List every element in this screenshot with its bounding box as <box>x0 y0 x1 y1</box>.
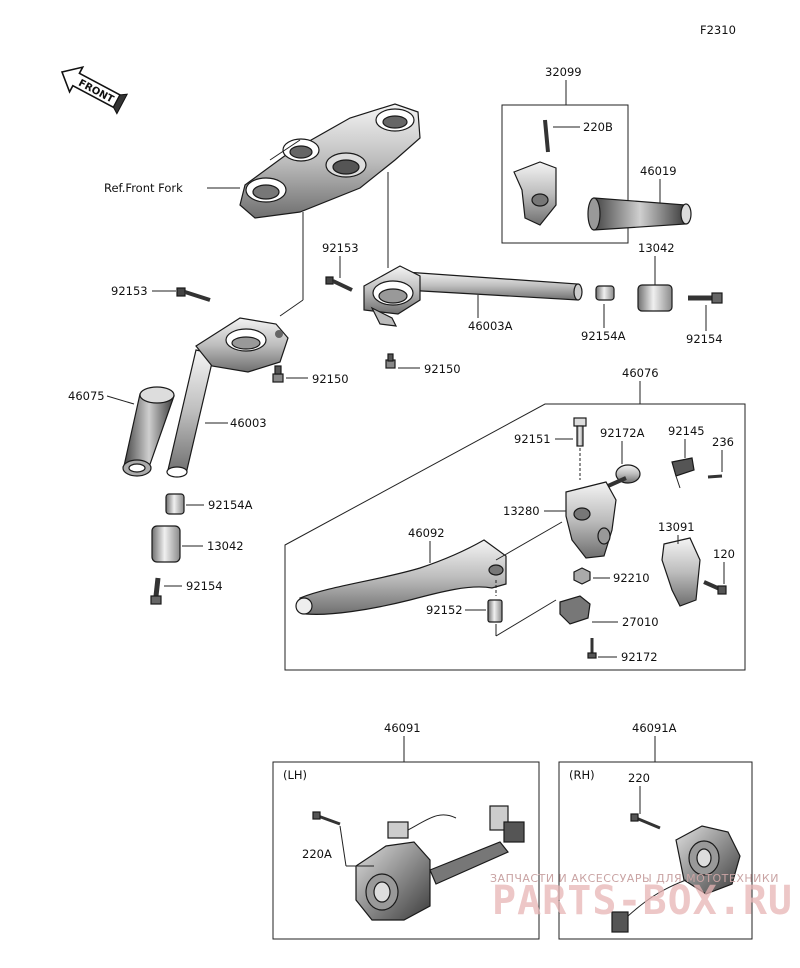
label-92172A: 92172A <box>600 426 645 440</box>
screw-220 <box>630 813 661 830</box>
label-92154A-left: 92154A <box>208 498 253 512</box>
label-92210: 92210 <box>613 571 650 585</box>
clamp-13091 <box>661 537 701 607</box>
bolt-92150-left <box>272 365 284 383</box>
lever-holder-13280 <box>565 481 617 559</box>
switch-27010 <box>559 595 591 625</box>
label-92153-left: 92153 <box>111 284 148 298</box>
label-27010: 27010 <box>622 615 659 629</box>
throttle-grip-46019 <box>587 197 692 231</box>
screw-220A <box>312 811 341 826</box>
label-220B: 220B <box>583 120 613 134</box>
left-handlebar-46003 <box>166 317 289 478</box>
bolt-92154-right <box>688 292 723 304</box>
label-92151: 92151 <box>514 432 551 446</box>
right-switch-housing-46091A <box>611 825 741 933</box>
bar-end-nut-92154A-left <box>165 493 185 515</box>
clutch-lever-46092 <box>295 539 507 615</box>
screw-92172 <box>587 638 597 659</box>
label-236: 236 <box>712 435 734 449</box>
box-46076 <box>284 403 746 671</box>
bar-end-weight-13042-left <box>151 525 181 563</box>
label-220: 220 <box>628 771 650 785</box>
label-92145: 92145 <box>668 424 705 438</box>
side-rh: (RH) <box>569 768 595 782</box>
label-13042-right: 13042 <box>638 241 675 255</box>
label-32099: 32099 <box>545 65 582 79</box>
label-92152: 92152 <box>426 603 463 617</box>
bolt-92153-center <box>325 276 353 292</box>
bolt-92154-left <box>150 577 162 605</box>
label-46091: 46091 <box>384 721 421 735</box>
adjuster-92172A <box>607 464 641 488</box>
front-arrow-icon: FRONT <box>60 65 129 115</box>
watermark-line1: ЗАПЧАСТИ И АКСЕССУАРЫ ДЛЯ МОТОТЕХНИКИ <box>490 872 779 885</box>
side-lh: (LH) <box>283 768 307 782</box>
bar-end-weight-13042-right <box>637 284 673 312</box>
label-13280: 13280 <box>503 504 540 518</box>
figure-code: F2310 <box>700 23 736 37</box>
bolt-120 <box>703 580 727 595</box>
bolt-92150-center <box>385 353 396 369</box>
label-13091: 13091 <box>658 520 695 534</box>
left-switch-housing-46091 <box>355 805 525 921</box>
label-92172: 92172 <box>621 650 658 664</box>
ref-front-fork-label: Ref.Front Fork <box>104 181 183 195</box>
right-handlebar-46003A <box>363 265 583 327</box>
box-46091A-rh <box>558 761 753 940</box>
box-32099 <box>501 104 629 244</box>
left-grip-46075 <box>122 386 175 477</box>
label-46076: 46076 <box>622 366 659 380</box>
watermark-line2: PARTS-BOX.RU <box>492 878 793 924</box>
spring-92145 <box>671 457 695 489</box>
label-92154-left: 92154 <box>186 579 223 593</box>
label-46091A: 46091A <box>632 721 677 735</box>
box-46091-lh <box>272 761 540 940</box>
throttle-housing-32099 <box>513 119 557 226</box>
label-46092: 46092 <box>408 526 445 540</box>
label-46075: 46075 <box>68 389 105 403</box>
label-92153-center: 92153 <box>322 241 359 255</box>
label-92150-left: 92150 <box>312 372 349 386</box>
label-46003A: 46003A <box>468 319 513 333</box>
label-120: 120 <box>713 547 735 561</box>
bolt-92153-left <box>176 287 211 302</box>
screw-236 <box>707 474 723 479</box>
top-triple-clamp <box>239 103 421 219</box>
bolt-92151 <box>573 417 587 447</box>
label-92154A-right: 92154A <box>581 329 626 343</box>
label-92154-right: 92154 <box>686 332 723 346</box>
label-46003: 46003 <box>230 416 267 430</box>
collar-92152 <box>487 599 503 623</box>
label-13042-left: 13042 <box>207 539 244 553</box>
label-92150-center: 92150 <box>424 362 461 376</box>
label-220A: 220A <box>302 847 332 861</box>
nut-92210 <box>573 567 591 585</box>
label-46019: 46019 <box>640 164 677 178</box>
bar-end-nut-92154A-right <box>595 285 615 301</box>
